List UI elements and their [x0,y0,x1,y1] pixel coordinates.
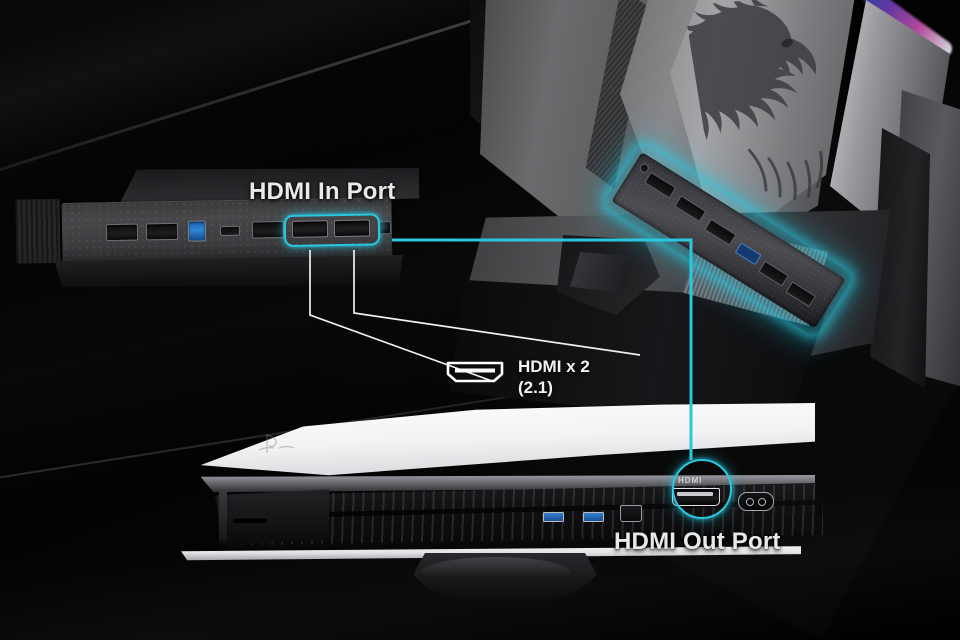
ps5-disc-bay-edge [219,491,227,541]
monitor-rear-port [674,195,707,223]
ps5-port-power[interactable] [738,492,774,511]
port-usb-c[interactable] [219,225,241,237]
ps5-disc-drive-bay [217,489,329,545]
playstation5-console-photo: HDMI [175,395,823,605]
monitor-rear-port [644,171,677,199]
port-displayport-1[interactable] [105,223,139,242]
label-hdmi-out-port: HDMI Out Port [614,528,781,555]
hdmi-out-highlight-circle [672,459,732,519]
monitor-rear-port [785,281,817,308]
port-displayport-3[interactable] [251,221,285,239]
ps5-disc-slot [233,517,267,523]
hdmi-in-highlight-box [283,213,381,248]
msi-dragon-logo-icon [684,0,870,233]
monitor-rear-port-usb [734,242,762,266]
monitor-rear-port [704,218,737,246]
monitor-rear-port [758,260,789,287]
label-hdmi-in-port: HDMI In Port [249,178,396,205]
playstation-logo-icon [257,431,297,457]
ps5-port-ethernet[interactable] [620,505,642,522]
monitor-stand-bracket-inner [570,252,634,294]
port-usb-b-upstream[interactable] [187,220,207,242]
ps5-stand-highlight [421,557,571,577]
port-displayport-2[interactable] [145,222,179,241]
hdmi-connector-icon [446,361,504,383]
hdmi-callout-subtitle: (2.1) [518,378,553,397]
ps5-port-usb-a-1[interactable] [543,512,564,522]
monitor-product-photo [450,0,960,430]
ps5-port-usb-a-2[interactable] [583,512,604,522]
monitor-rear-jack [638,161,651,175]
hdmi-callout-title: HDMI x 2 [518,357,590,376]
panel-side-vent [15,198,61,264]
monitor-port-panel [15,197,392,265]
